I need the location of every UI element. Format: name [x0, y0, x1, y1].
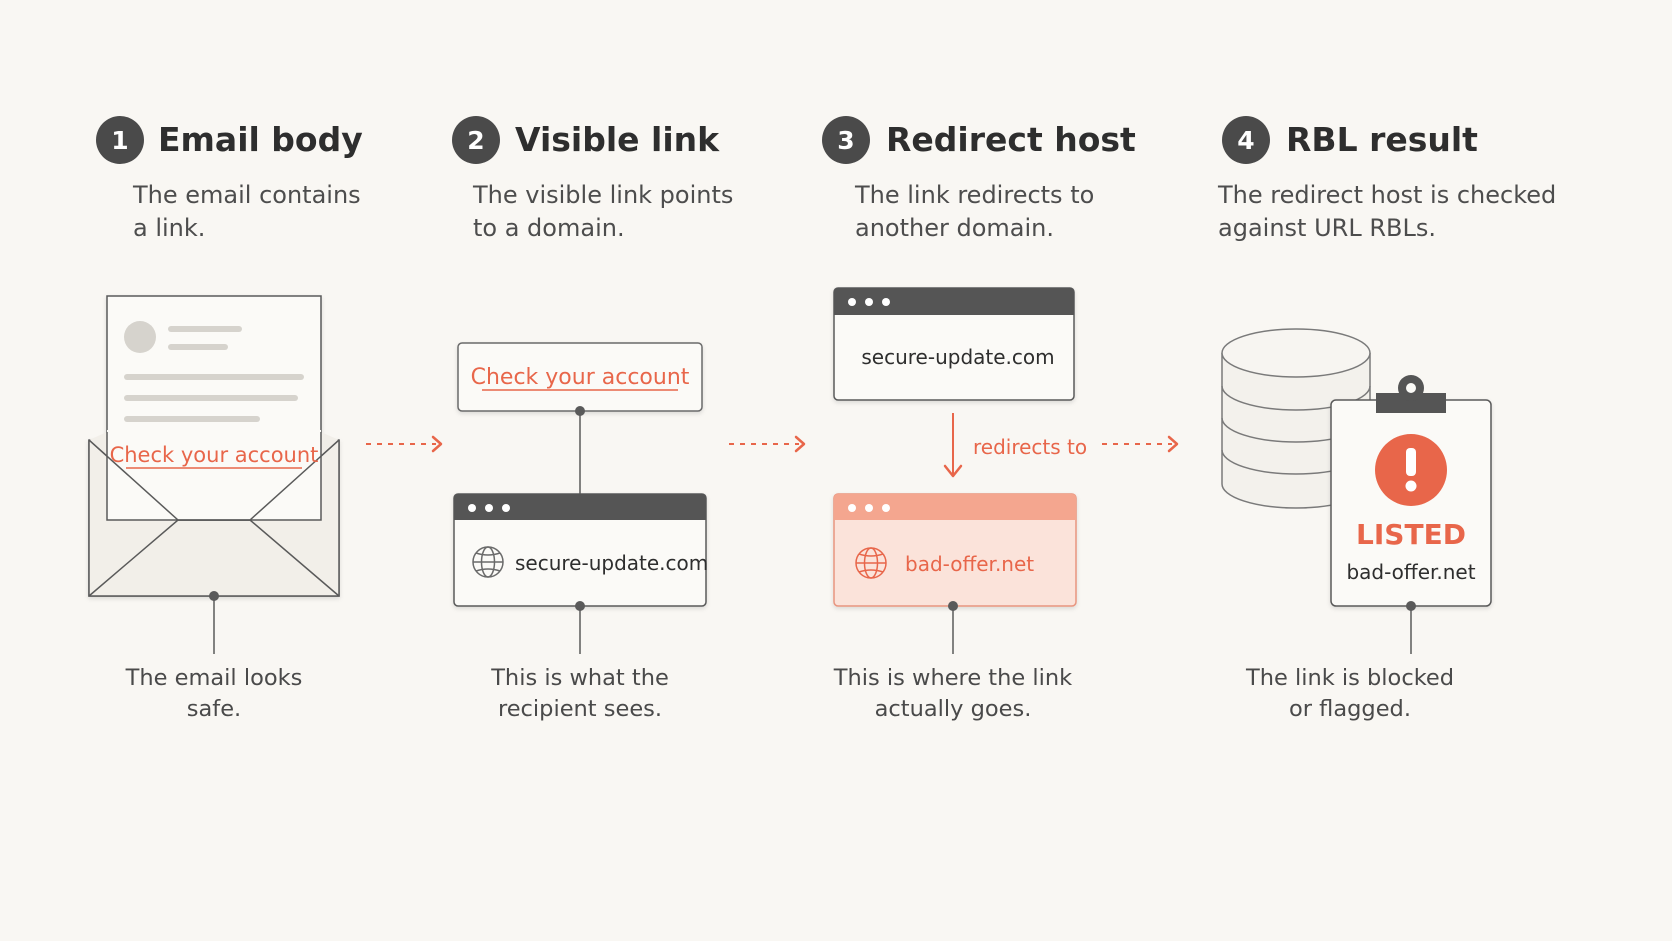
step-4-caption-line-1: The link is blocked [1245, 665, 1455, 691]
step-2-description-line-1: The visible link points [473, 181, 734, 209]
step-3-description: The link redirects to another domain. [855, 179, 1094, 245]
step-3-caption-line-1: This is where the link [833, 665, 1073, 691]
envelope-icon: Check your account [88, 295, 340, 597]
step-4-number: 4 [1222, 116, 1270, 164]
avatar [124, 321, 156, 353]
globe-icon [855, 547, 887, 579]
step-3-description-line-2: another domain. [855, 214, 1054, 242]
step-2-caption-line-1: This is what the [491, 665, 669, 691]
step-3-number: 3 [822, 116, 870, 164]
step-2-caption-line-2: recipient sees. [497, 696, 663, 722]
browser-window-source: secure-update.com [833, 287, 1075, 401]
step-2-number: 2 [452, 116, 500, 164]
step-3-caption: This is where the link actually goes. [823, 663, 1083, 725]
clipboard-icon: LISTED bad-offer.net [1330, 375, 1492, 607]
step-1-number: 1 [96, 116, 144, 164]
visible-link-text[interactable]: Check your account [471, 365, 690, 390]
globe-icon [472, 546, 504, 578]
step-1-description: The email contains a link. [133, 179, 361, 245]
step-4-description: The redirect host is checked against URL… [1218, 179, 1556, 245]
arrow-right-icon [729, 435, 806, 453]
rbl-status-badge: LISTED [1356, 518, 1466, 551]
visible-domain: secure-update.com [515, 551, 708, 575]
step-4-caption-line-2: or flagged. [1289, 696, 1411, 722]
step-1-description-line-2: a link. [133, 214, 206, 242]
step-1-caption-line-2: safe. [186, 696, 242, 722]
step-4-description-line-2: against URL RBLs. [1218, 214, 1436, 242]
step-1-description-line-1: The email contains [133, 181, 361, 209]
step-4-description-line-1: The redirect host is checked [1218, 181, 1557, 209]
step-3-caption-line-2: actually goes. [874, 696, 1032, 722]
visible-link-box[interactable]: Check your account [457, 342, 703, 412]
step-4-title: RBL result [1286, 120, 1478, 159]
redirects-to-label: redirects to [973, 435, 1087, 459]
rbl-domain: bad-offer.net [1346, 560, 1475, 584]
step-2-description-line-2: to a domain. [473, 214, 625, 242]
step-3-description-line-1: The link redirects to [855, 181, 1095, 209]
source-domain: secure-update.com [861, 345, 1054, 369]
arrow-right-icon [1102, 435, 1179, 453]
target-domain: bad-offer.net [905, 552, 1034, 576]
step-2-description: The visible link points to a domain. [473, 179, 733, 245]
step-2-caption: This is what the recipient sees. [460, 663, 700, 725]
step-3-title: Redirect host [886, 120, 1136, 159]
step-4-caption: The link is blocked or flagged. [1230, 663, 1470, 725]
step-1-title: Email body [158, 120, 363, 159]
arrow-right-icon [366, 435, 443, 453]
exclamation-icon [1375, 434, 1447, 506]
browser-window-target: bad-offer.net [833, 493, 1077, 607]
arrow-down-icon [943, 413, 963, 478]
browser-window-visible: secure-update.com [453, 493, 708, 607]
step-2-title: Visible link [515, 120, 720, 159]
step-1-caption: The email looks safe. [109, 663, 319, 725]
email-link-text[interactable]: Check your account [110, 443, 319, 467]
step-1-caption-line-1: The email looks [125, 665, 303, 691]
